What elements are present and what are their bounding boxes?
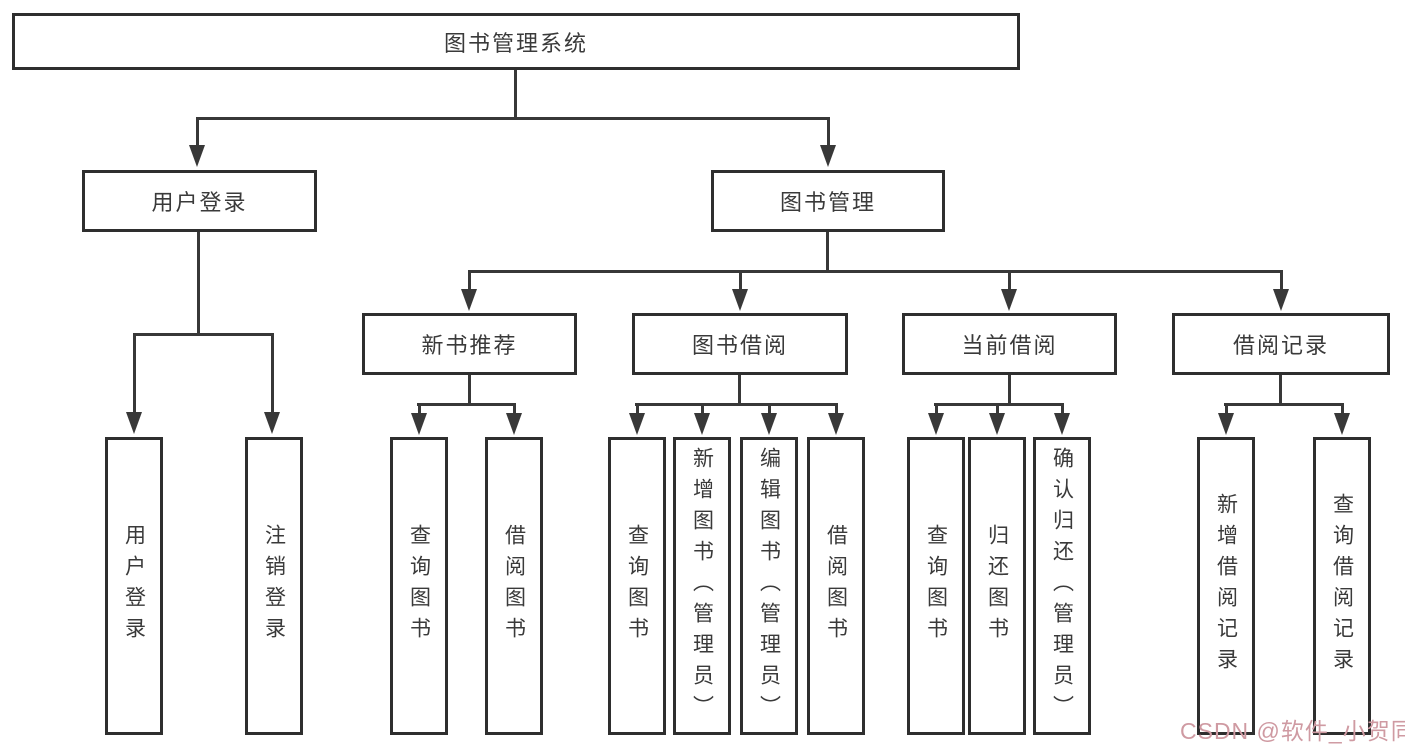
- csdn-watermark: CSDN @软件_小贺同学: [1180, 718, 1405, 744]
- connector-arrow-down: [928, 403, 944, 435]
- connector-vline: [738, 375, 741, 406]
- leaf-label: 查询图书: [924, 524, 948, 648]
- connector-vline: [197, 232, 200, 335]
- leaf-borrowing-query-books: 查询图书: [608, 437, 666, 735]
- connector-hline: [934, 403, 1064, 406]
- connector-arrow-down: [732, 270, 748, 311]
- leaf-label: 归还图书: [985, 524, 1009, 648]
- leaf-current-confirm-return-admin: 确认归还（管理员）: [1033, 437, 1091, 735]
- connector-vline: [1279, 375, 1282, 406]
- node-current-borrowing: 当前借阅: [902, 313, 1117, 375]
- node-book-management: 图书管理: [711, 170, 945, 232]
- leaf-borrowing-borrow-books: 借阅图书: [807, 437, 865, 735]
- leaf-current-query-books: 查询图书: [907, 437, 965, 735]
- leaf-borrowing-add-books-admin: 新增图书（管理员）: [673, 437, 731, 735]
- connector-arrow-down: [264, 333, 280, 434]
- connector-arrow-down: [461, 270, 477, 311]
- connector-arrow-down: [761, 403, 777, 435]
- leaf-label: 用户登录: [122, 524, 146, 648]
- leaf-label: 确认归还（管理员）: [1050, 446, 1074, 726]
- leaf-borrowing-edit-books-admin: 编辑图书（管理员）: [740, 437, 798, 735]
- connector-hline: [133, 333, 274, 336]
- leaf-label: 新增借阅记录: [1214, 493, 1238, 679]
- leaf-add-borrow-record: 新增借阅记录: [1197, 437, 1255, 735]
- leaf-current-return-books: 归还图书: [968, 437, 1026, 735]
- connector-arrow-down: [1273, 270, 1289, 311]
- connector-hline: [635, 403, 838, 406]
- node-book-borrowing: 图书借阅: [632, 313, 848, 375]
- connector-arrow-down: [989, 403, 1005, 435]
- leaf-label: 新增图书（管理员）: [690, 446, 714, 726]
- leaf-label: 查询图书: [625, 524, 649, 648]
- connector-arrow-down: [820, 117, 836, 167]
- connector-hline: [196, 117, 830, 120]
- connector-vline: [468, 375, 471, 406]
- connector-hline: [1224, 403, 1344, 406]
- connector-arrow-down: [694, 403, 710, 435]
- connector-arrow-down: [411, 403, 427, 435]
- connector-arrow-down: [126, 333, 142, 434]
- connector-hline: [417, 403, 516, 406]
- node-user-login: 用户登录: [82, 170, 317, 232]
- connector-vline: [826, 232, 829, 273]
- connector-hline: [468, 270, 1283, 273]
- connector-arrow-down: [1001, 270, 1017, 311]
- connector-arrow-down: [629, 403, 645, 435]
- leaf-logout: 注销登录: [245, 437, 303, 735]
- connector-arrow-down: [189, 117, 205, 167]
- leaf-recommend-borrow-books: 借阅图书: [485, 437, 543, 735]
- leaf-label: 借阅图书: [824, 524, 848, 648]
- leaf-recommend-query-books: 查询图书: [390, 437, 448, 735]
- connector-arrow-down: [828, 403, 844, 435]
- connector-vline: [514, 70, 517, 120]
- connector-arrow-down: [1054, 403, 1070, 435]
- connector-vline: [1008, 375, 1011, 406]
- leaf-label: 借阅图书: [502, 524, 526, 648]
- leaf-label: 查询借阅记录: [1330, 493, 1354, 679]
- node-system-root: 图书管理系统: [12, 13, 1020, 70]
- node-borrow-records: 借阅记录: [1172, 313, 1390, 375]
- connector-arrow-down: [506, 403, 522, 435]
- leaf-label: 编辑图书（管理员）: [757, 446, 781, 726]
- node-new-book-recommend: 新书推荐: [362, 313, 577, 375]
- leaf-query-borrow-record: 查询借阅记录: [1313, 437, 1371, 735]
- leaf-label: 查询图书: [407, 524, 431, 648]
- leaf-user-login: 用户登录: [105, 437, 163, 735]
- connector-arrow-down: [1218, 403, 1234, 435]
- leaf-label: 注销登录: [262, 524, 286, 648]
- connector-arrow-down: [1334, 403, 1350, 435]
